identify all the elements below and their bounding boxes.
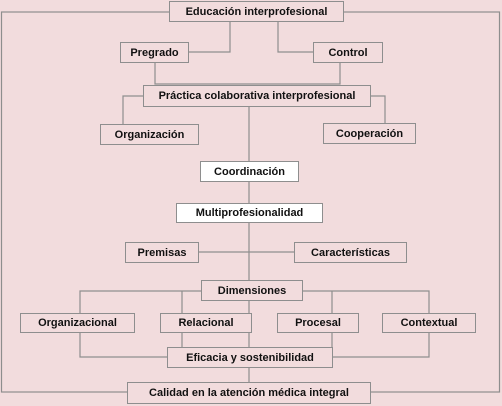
node-organizacional: Organizacional: [20, 313, 135, 333]
connector-educacion-control: [277, 21, 314, 53]
node-pregrado: Pregrado: [120, 42, 189, 63]
node-calidad-atencion: Calidad en la atención médica integral: [127, 382, 371, 404]
outer-frame: [0, 11, 501, 393]
node-relacional: Relacional: [160, 313, 252, 333]
node-cooperacion: Cooperación: [323, 123, 416, 144]
connector-practica-cooperacion: [370, 95, 386, 123]
node-procesal: Procesal: [277, 313, 359, 333]
node-practica-colaborativa: Práctica colaborativa interprofesional: [143, 85, 371, 107]
node-coordinacion: Coordinación: [200, 161, 299, 182]
node-contextual: Contextual: [382, 313, 476, 333]
node-eficacia-sostenibilidad: Eficacia y sostenibilidad: [167, 347, 333, 368]
node-dimensiones: Dimensiones: [201, 280, 303, 301]
node-control: Control: [313, 42, 383, 63]
connector-educacion-pregrado: [188, 21, 231, 53]
connector-practica-organizacion: [122, 95, 145, 124]
node-caracteristicas: Características: [294, 242, 407, 263]
node-organizacion: Organización: [100, 124, 199, 145]
node-multiprofesionalidad: Multiprofesionalidad: [176, 203, 323, 223]
connector-pregrado-control: [154, 63, 341, 85]
node-premisas: Premisas: [125, 242, 199, 263]
node-educacion-interprofesional: Educación interprofesional: [169, 1, 344, 22]
